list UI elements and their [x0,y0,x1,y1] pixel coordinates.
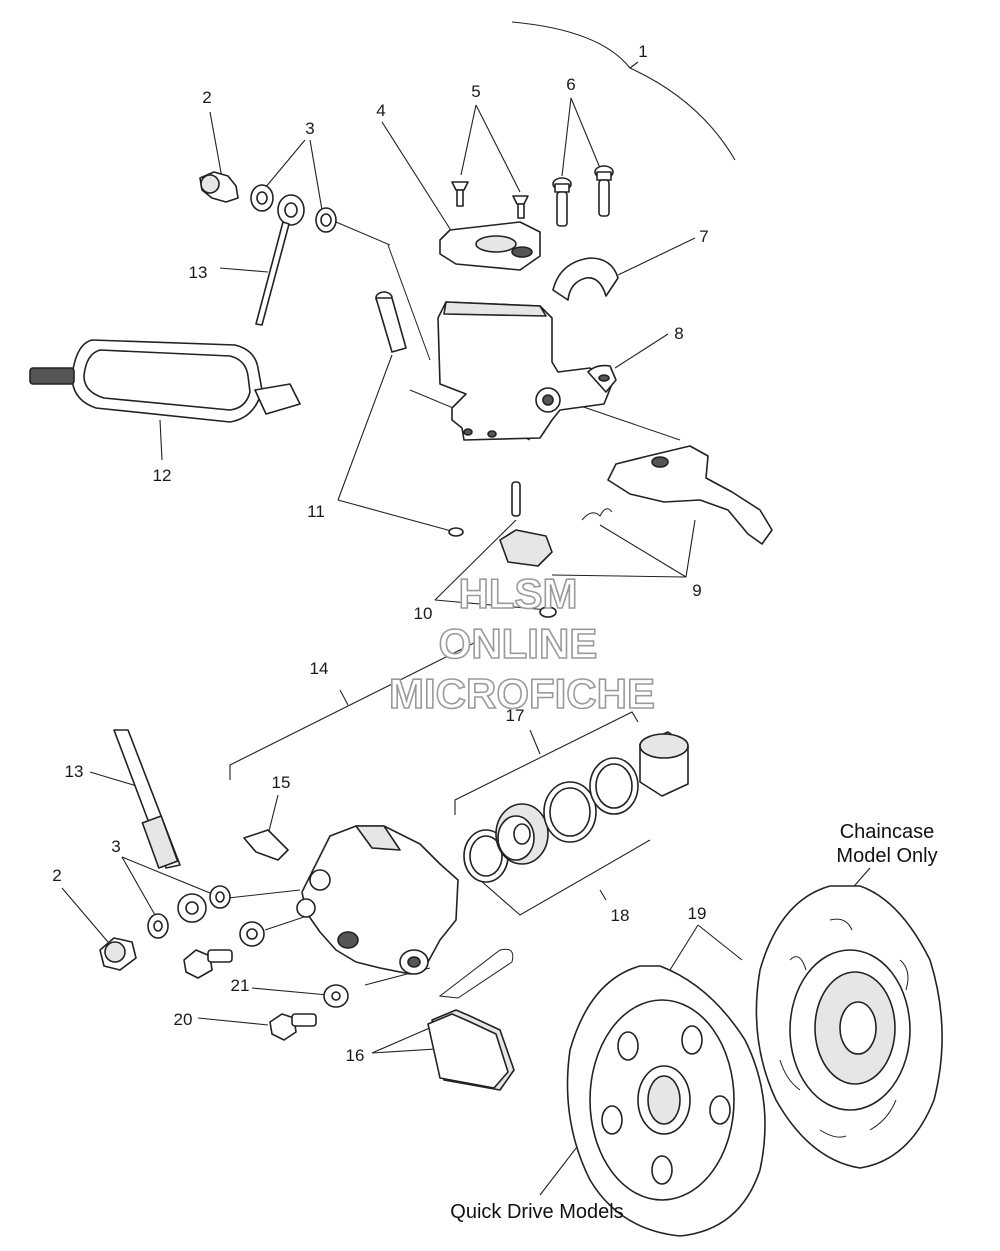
spring-9 [581,508,613,521]
lever-pin-10 [511,481,521,517]
washer-21 [323,984,349,1008]
callout-10: 10 [414,604,433,623]
watermark: HLSM ONLINE MICROFICHE [388,569,656,718]
reservoir-cover [439,221,541,271]
pad-spring-clip [438,948,514,999]
circlip-11 [448,527,464,537]
brake-line-bottom [113,729,207,923]
pivot-pin-11 [375,291,407,353]
banjo-bolt-top [199,171,239,203]
callout-11: 11 [307,502,325,521]
callout-19: 19 [688,904,707,923]
callout-12: 12 [153,466,172,485]
watermark-line-1: HLSM [459,570,578,617]
callout-7: 7 [699,227,708,246]
watermark-line-3: MICROFICHE [389,670,655,717]
callout-13-top: 13 [189,263,208,282]
screw-5b [512,195,529,219]
bolt-20 [269,1013,317,1041]
callout-3-top: 3 [305,119,314,138]
clamp-top [552,257,619,301]
seal-ring-17 [589,757,639,815]
caliper-body [296,825,459,975]
callout-20: 20 [174,1010,193,1029]
callout-16: 16 [346,1046,365,1065]
quick-drive-note: Quick Drive Models [450,1201,623,1223]
callout-4: 4 [376,101,385,120]
brake-pads-16 [427,1009,515,1091]
crush-washer-bottom-2 [209,885,231,909]
piston-17a [495,803,549,865]
piston-17b [639,731,689,797]
bleeder-15 [243,829,289,861]
callout-6: 6 [566,75,575,94]
master-cylinder-body [437,301,617,441]
callout-17: 17 [506,706,525,725]
crush-washer-bottom-1 [147,913,169,939]
callout-13-bottom: 13 [65,762,84,781]
callout-1: 1 [638,42,647,61]
washer-caliper [239,921,265,947]
watermark-line-2: ONLINE [439,620,598,667]
rotor-quick-drive [566,965,766,1237]
brake-switch-harness [29,339,301,423]
callout-5: 5 [471,82,480,101]
washer-10 [539,606,557,618]
callout-2-top: 2 [202,88,211,107]
bolt-caliper [183,949,233,979]
callout-15: 15 [272,773,291,792]
crush-washer-top-2 [315,207,337,233]
callout-14: 14 [310,659,329,678]
notes: Chaincase Model Only Quick Drive Models [450,821,937,1223]
plunger-block-10 [499,529,553,567]
callout-8: 8 [674,324,683,343]
screw-5a [451,181,469,207]
brake-line-top [255,194,305,326]
chaincase-note-line-1: Chaincase [840,821,935,843]
rotor-chaincase [755,885,943,1169]
seal-ring-18b [543,781,597,843]
banjo-bolt-bottom [99,937,137,971]
callout-9: 9 [692,581,701,600]
callout-3-bottom: 3 [111,837,120,856]
chaincase-note-line-2: Model Only [836,845,937,867]
callout-labels: 1 2 3 4 5 6 7 8 9 10 11 12 13 14 15 17 1… [52,42,708,1065]
bolt-6b [594,165,614,217]
callout-18: 18 [611,906,630,925]
callout-21: 21 [231,976,250,995]
bolt-6a [552,177,572,227]
brake-lever [607,445,773,545]
callout-2-bottom: 2 [52,866,61,885]
crush-washer-top-1 [250,184,274,212]
